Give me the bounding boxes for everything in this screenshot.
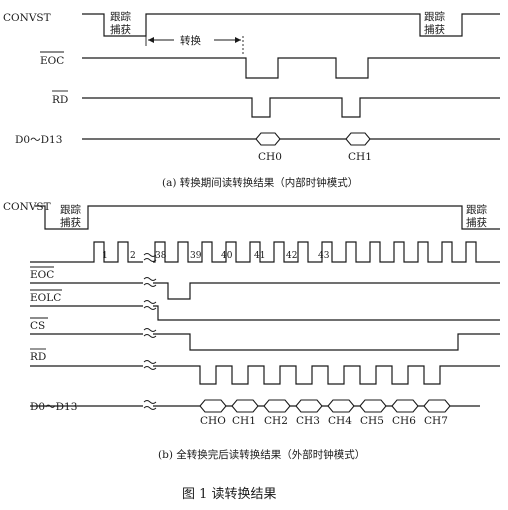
b-clock-number-41: 41 xyxy=(254,251,265,261)
b-data-hex-ch5 xyxy=(359,399,387,413)
a-convert-label: 转换 xyxy=(180,34,201,47)
b-data-hex-ch1 xyxy=(231,399,259,413)
b-break-clock xyxy=(143,253,157,262)
b-track-label-2: 跟踪 xyxy=(466,203,487,216)
b-data-hex-ch4 xyxy=(327,399,355,413)
b-eolc-label: EOLC xyxy=(30,292,61,304)
b-eoc-waveform-right xyxy=(153,282,500,300)
b-break-eoc xyxy=(143,277,157,287)
b-clock-number-39: 39 xyxy=(190,251,202,261)
b-data-hex-ch6 xyxy=(391,399,419,413)
a-data-hex-ch0 xyxy=(255,132,281,146)
b-track-label-1: 跟踪 xyxy=(60,203,81,216)
a-track-label-1: 跟踪 xyxy=(110,10,131,23)
a-data-hex-ch1 xyxy=(345,132,371,146)
b-channel-label-ch6: CH6 xyxy=(392,415,416,427)
a-channel-label-ch1: CH1 xyxy=(348,151,372,163)
b-break-rd xyxy=(143,360,157,370)
figure-title: 图 1 读转换结果 xyxy=(182,487,277,502)
b-channel-label-ch0: CHO xyxy=(200,415,226,427)
diagram-a: CONVST 跟踪 捕获 跟踪 捕获 转换 EOC RD D0～D13 CH0 … xyxy=(3,10,500,189)
b-channel-label-ch5: CH5 xyxy=(360,415,384,427)
a-convst-waveform xyxy=(82,13,500,37)
b-data-hex-ch7 xyxy=(423,399,451,413)
b-channel-label-ch2: CH2 xyxy=(264,415,288,427)
b-capture-label-2: 捕获 xyxy=(466,216,487,229)
a-rd-label: RD xyxy=(52,94,68,106)
b-clock-number-38: 38 xyxy=(155,251,167,261)
b-clock-number-2: 2 xyxy=(130,251,136,261)
a-convert-arrowhead-left xyxy=(148,37,154,43)
b-data-hex-ch3 xyxy=(295,399,323,413)
b-clock-number-43: 43 xyxy=(318,251,330,261)
b-break-cs xyxy=(143,328,157,338)
b-convst-waveform xyxy=(35,205,500,230)
a-capture-label-2: 捕获 xyxy=(424,23,445,36)
a-track-label-2: 跟踪 xyxy=(424,10,445,23)
b-data-label: D0～D13 xyxy=(30,401,77,413)
a-caption: (a) 转换期间读转换结果（内部时钟模式） xyxy=(162,176,358,189)
b-break-data xyxy=(143,400,157,410)
b-clock-number-42: 42 xyxy=(286,251,297,261)
b-break-eolc xyxy=(143,300,157,310)
b-cs-waveform-right xyxy=(153,333,500,351)
b-eolc-waveform-right xyxy=(153,305,500,321)
a-channel-label-ch0: CH0 xyxy=(258,151,282,163)
b-channel-label-ch3: CH3 xyxy=(296,415,320,427)
a-eoc-waveform xyxy=(82,57,500,79)
b-channel-label-ch7: CH7 xyxy=(424,415,448,427)
b-clock-number-40: 40 xyxy=(221,251,233,261)
a-convert-arrowhead-right xyxy=(235,37,241,43)
a-eoc-label: EOC xyxy=(40,55,64,67)
a-convst-label: CONVST xyxy=(3,12,51,24)
b-data-hex-ch2 xyxy=(263,399,291,413)
a-capture-label-1: 捕获 xyxy=(110,23,131,36)
b-convst-label: CONVST xyxy=(3,201,51,213)
b-caption: (b) 全转换完后读转换结果（外部时钟模式） xyxy=(158,448,365,461)
b-rd-waveform-right xyxy=(153,365,500,385)
a-rd-waveform xyxy=(82,97,500,118)
b-clock-waveform-right xyxy=(153,241,500,263)
b-eoc-label: EOC xyxy=(30,269,54,281)
b-clock-number-1: 1 xyxy=(102,251,108,261)
b-channel-label-ch4: CH4 xyxy=(328,415,352,427)
b-time-break-markers xyxy=(143,253,157,410)
b-channel-label-ch1: CH1 xyxy=(232,415,256,427)
diagram-b: CONVST 跟踪 捕获 跟踪 捕获 1 2 38 39 40 41 42 43… xyxy=(3,201,500,461)
a-data-label: D0～D13 xyxy=(15,134,62,146)
b-capture-label-1: 捕获 xyxy=(60,216,81,229)
b-cs-label: CS xyxy=(30,320,45,332)
b-data-hex-ch0 xyxy=(199,399,227,413)
b-clock-waveform-left xyxy=(30,241,143,263)
b-rd-label: RD xyxy=(30,351,46,363)
